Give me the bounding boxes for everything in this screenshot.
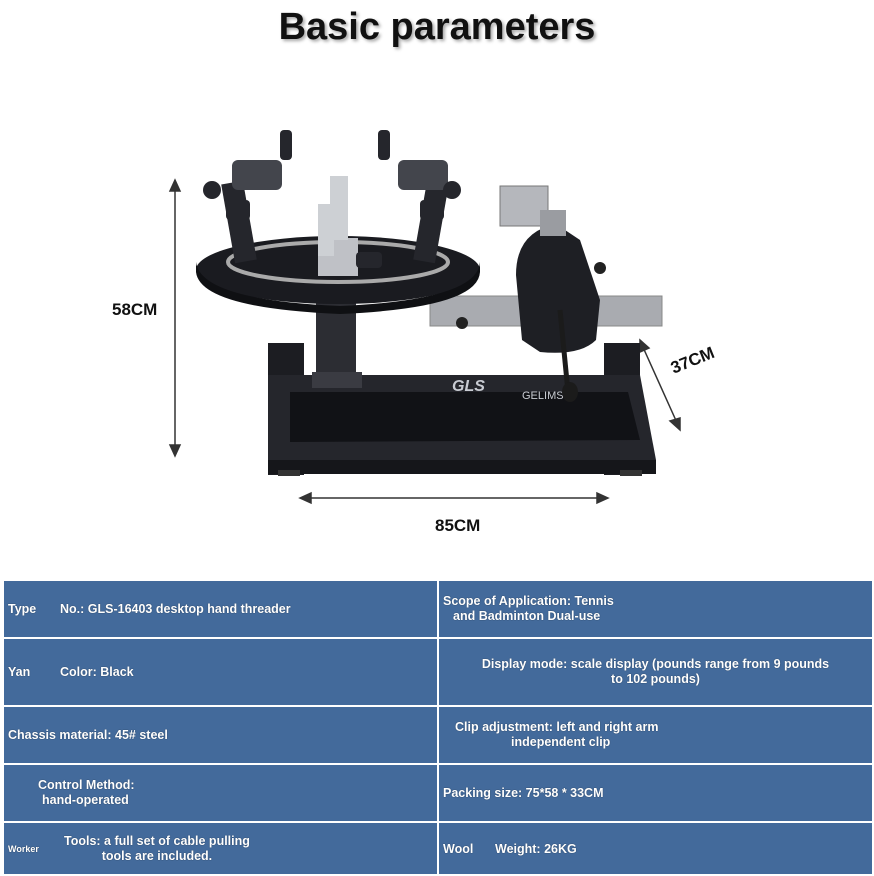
spec-weight: Wool Weight: 26KG (437, 821, 874, 876)
spec-color-prefix: Yan (8, 665, 31, 679)
table-row: Chassis material: 45# steel Clip adjustm… (2, 705, 874, 765)
table-row: Worker Tools: a full set of cable pullin… (2, 821, 874, 876)
table-row: Control Method: hand-operated Packing si… (2, 763, 874, 823)
width-arrow (298, 491, 610, 505)
tension-head (499, 185, 606, 402)
spec-chassis: Chassis material: 45# steel (2, 705, 439, 765)
spec-weight-prefix: Wool (443, 841, 474, 856)
spec-color: Yan Color: Black (2, 637, 439, 707)
table-row: Type No.: GLS-16403 desktop hand threade… (2, 579, 874, 639)
svg-text:GLS: GLS (452, 378, 485, 395)
spec-control: Control Method: hand-operated (2, 763, 439, 823)
spec-tools-prefix: Worker (8, 843, 39, 854)
stringing-machine-image: GLS GELIMSI (168, 130, 681, 505)
spec-clip: Clip adjustment: left and right arm inde… (437, 705, 874, 765)
machine-base (268, 343, 656, 476)
height-dimension: 58CM (112, 300, 158, 319)
spec-scope: Scope of Application: Tennis and Badmint… (437, 579, 874, 639)
spec-model: Type No.: GLS-16403 desktop hand threade… (2, 579, 439, 639)
mounting-arms (203, 130, 461, 268)
spec-table: Type No.: GLS-16403 desktop hand threade… (2, 579, 874, 876)
spec-display: Display mode: scale display (pounds rang… (437, 637, 874, 707)
page-title: Basic parameters (278, 6, 596, 48)
brand-logo: GLS GELIMSI (452, 378, 567, 402)
width-dimension: 85CM (435, 516, 481, 535)
depth-arrow (639, 338, 681, 432)
spec-packing: Packing size: 75*58 * 33CM (437, 763, 874, 823)
turntable (196, 176, 480, 314)
height-arrow (168, 178, 182, 458)
spec-type-prefix: Type (8, 602, 37, 616)
table-row: Yan Color: Black Display mode: scale dis… (2, 637, 874, 707)
svg-text:GELIMSI: GELIMSI (522, 390, 567, 402)
spec-tools: Worker Tools: a full set of cable pullin… (2, 821, 439, 876)
